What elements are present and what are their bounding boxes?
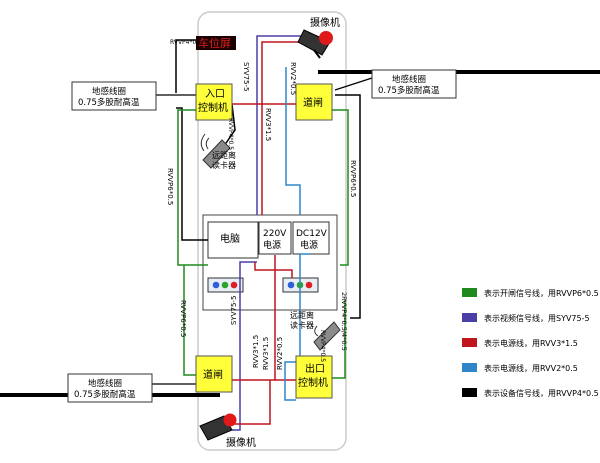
cable-label-rvv2-bottom: RVV2*0.5 — [276, 337, 284, 370]
cable-label-rvv2-top: RVV2*0.5 — [289, 62, 297, 95]
power220-line1: 220V — [263, 229, 287, 239]
camera-top-icon — [297, 29, 333, 59]
legend-swatch — [462, 288, 477, 297]
reader-top-line2: 读卡器 — [212, 160, 236, 170]
dc12-line1: DC12V — [296, 229, 328, 239]
parking-sign — [196, 36, 236, 50]
legend: 表示开闸信号线，用RVVP6*0.5 表示视频信号线，用SYV75-5 表示电源线，… — [462, 288, 599, 398]
exit-controller-line1: 出口 — [305, 362, 325, 375]
black-signal-lines — [175, 39, 361, 319]
legend-text: 表示开闸信号线，用RVVP6*0.5 — [484, 288, 599, 298]
cable-label-rvvp4-right-vertical: 2RVVP4*0.5/4*0.5 — [340, 292, 348, 351]
legend-text: 表示电源线，用RVV3*1.5 — [484, 338, 578, 348]
legend-text: 表示电源线，用RVV2*0.5 — [484, 363, 578, 373]
power220-line2: 电源 — [263, 239, 281, 251]
camera-bottom-icon — [199, 413, 237, 441]
cable-label-syv75-bottom: SYV75-5 — [230, 296, 238, 325]
loop-top-right-line1: 地感线圈 — [392, 74, 426, 85]
gate-bottom — [195, 355, 233, 393]
power-lines-red — [232, 41, 308, 425]
loop-top-left-line2: 0.75多股耐高温 — [78, 97, 140, 108]
cable-label-syv75-top: SYV75-5 — [242, 62, 250, 91]
exit-controller-line2: 控制机 — [298, 376, 328, 389]
traffic-light-left — [207, 277, 244, 293]
loop-box-bottom-left: 地感线圈 0.75多股耐高温 — [67, 373, 153, 403]
legend-text: 表示视频信号线，用SYV75-5 — [484, 313, 590, 323]
exit-controller — [295, 355, 333, 399]
cable-label-rvv3-bottom-a: RVV3*1.5 — [252, 335, 260, 368]
dc12-box — [292, 221, 330, 255]
cable-label-rvvp6-bottom-left: RVVP6*0.5 — [179, 300, 187, 337]
traffic-island — [197, 11, 347, 451]
gate-bottom-label: 道闸 — [203, 368, 223, 381]
cable-label-rvvp4-reader: RVVP4*0.5 — [227, 118, 234, 150]
cable-label-rvvp4-top: RVVP4*0.5 — [170, 39, 202, 46]
reader-bottom-line1: 远距离 — [290, 310, 314, 320]
reader-bottom-line2: 读卡器 — [290, 320, 314, 330]
computer-label: 电脑 — [220, 232, 240, 245]
legend-text: 表示设备信号线，用RVVP4*0.5 — [484, 388, 599, 398]
loop-top-left-line1: 地感线圈 — [92, 86, 126, 97]
reader-top-icon — [200, 133, 231, 169]
entry-controller — [195, 83, 233, 121]
legend-swatch — [462, 313, 477, 322]
loop-box-top-left: 地感线圈 0.75多股耐高温 — [71, 81, 157, 111]
camera-bottom-label: 摄像机 — [226, 436, 256, 449]
loop-top-right-line2: 0.75多股耐高温 — [378, 85, 440, 96]
power-lines-blue — [284, 67, 310, 401]
loop-bottom-left-line1: 地感线圈 — [88, 378, 122, 389]
parking-sign-text: 车位屏 — [198, 36, 231, 50]
cable-label-rvv3-top: RVV3*1.5 — [264, 108, 272, 141]
cable-label-rvvp6-left: RVVP6*0.5 — [166, 168, 174, 205]
legend-swatch — [462, 338, 477, 347]
video-lines — [232, 35, 304, 431]
gate-top-label: 道闸 — [303, 96, 323, 109]
reader-bottom-icon — [313, 321, 341, 351]
cable-label-rvvp4-reader-bottom: RVVP4*0.5 — [319, 330, 326, 362]
green-gate-lines — [177, 109, 349, 379]
cable-label-rvvp6-right: RVVP6*0.5 — [349, 160, 357, 197]
reader-top-line1: 远距离 — [212, 150, 236, 160]
gate-arm-top — [318, 70, 600, 74]
power220-box — [258, 221, 292, 255]
legend-swatch — [462, 363, 477, 372]
cable-label-rvv3-bottom-b: RVV3*1.5 — [262, 337, 270, 370]
entry-controller-line1: 入口 — [205, 89, 225, 100]
legend-swatch — [462, 388, 477, 397]
dc12-line2: 电源 — [300, 239, 318, 251]
entry-controller-line2: 控制机 — [198, 101, 228, 114]
loop-leads — [152, 77, 373, 385]
camera-top-label: 摄像机 — [310, 16, 340, 29]
loop-box-top-right: 地感线圈 0.75多股耐高温 — [371, 69, 457, 99]
loop-bottom-left-line2: 0.75多股耐高温 — [74, 389, 136, 400]
computer-box — [207, 221, 259, 259]
gate-top — [295, 83, 333, 121]
